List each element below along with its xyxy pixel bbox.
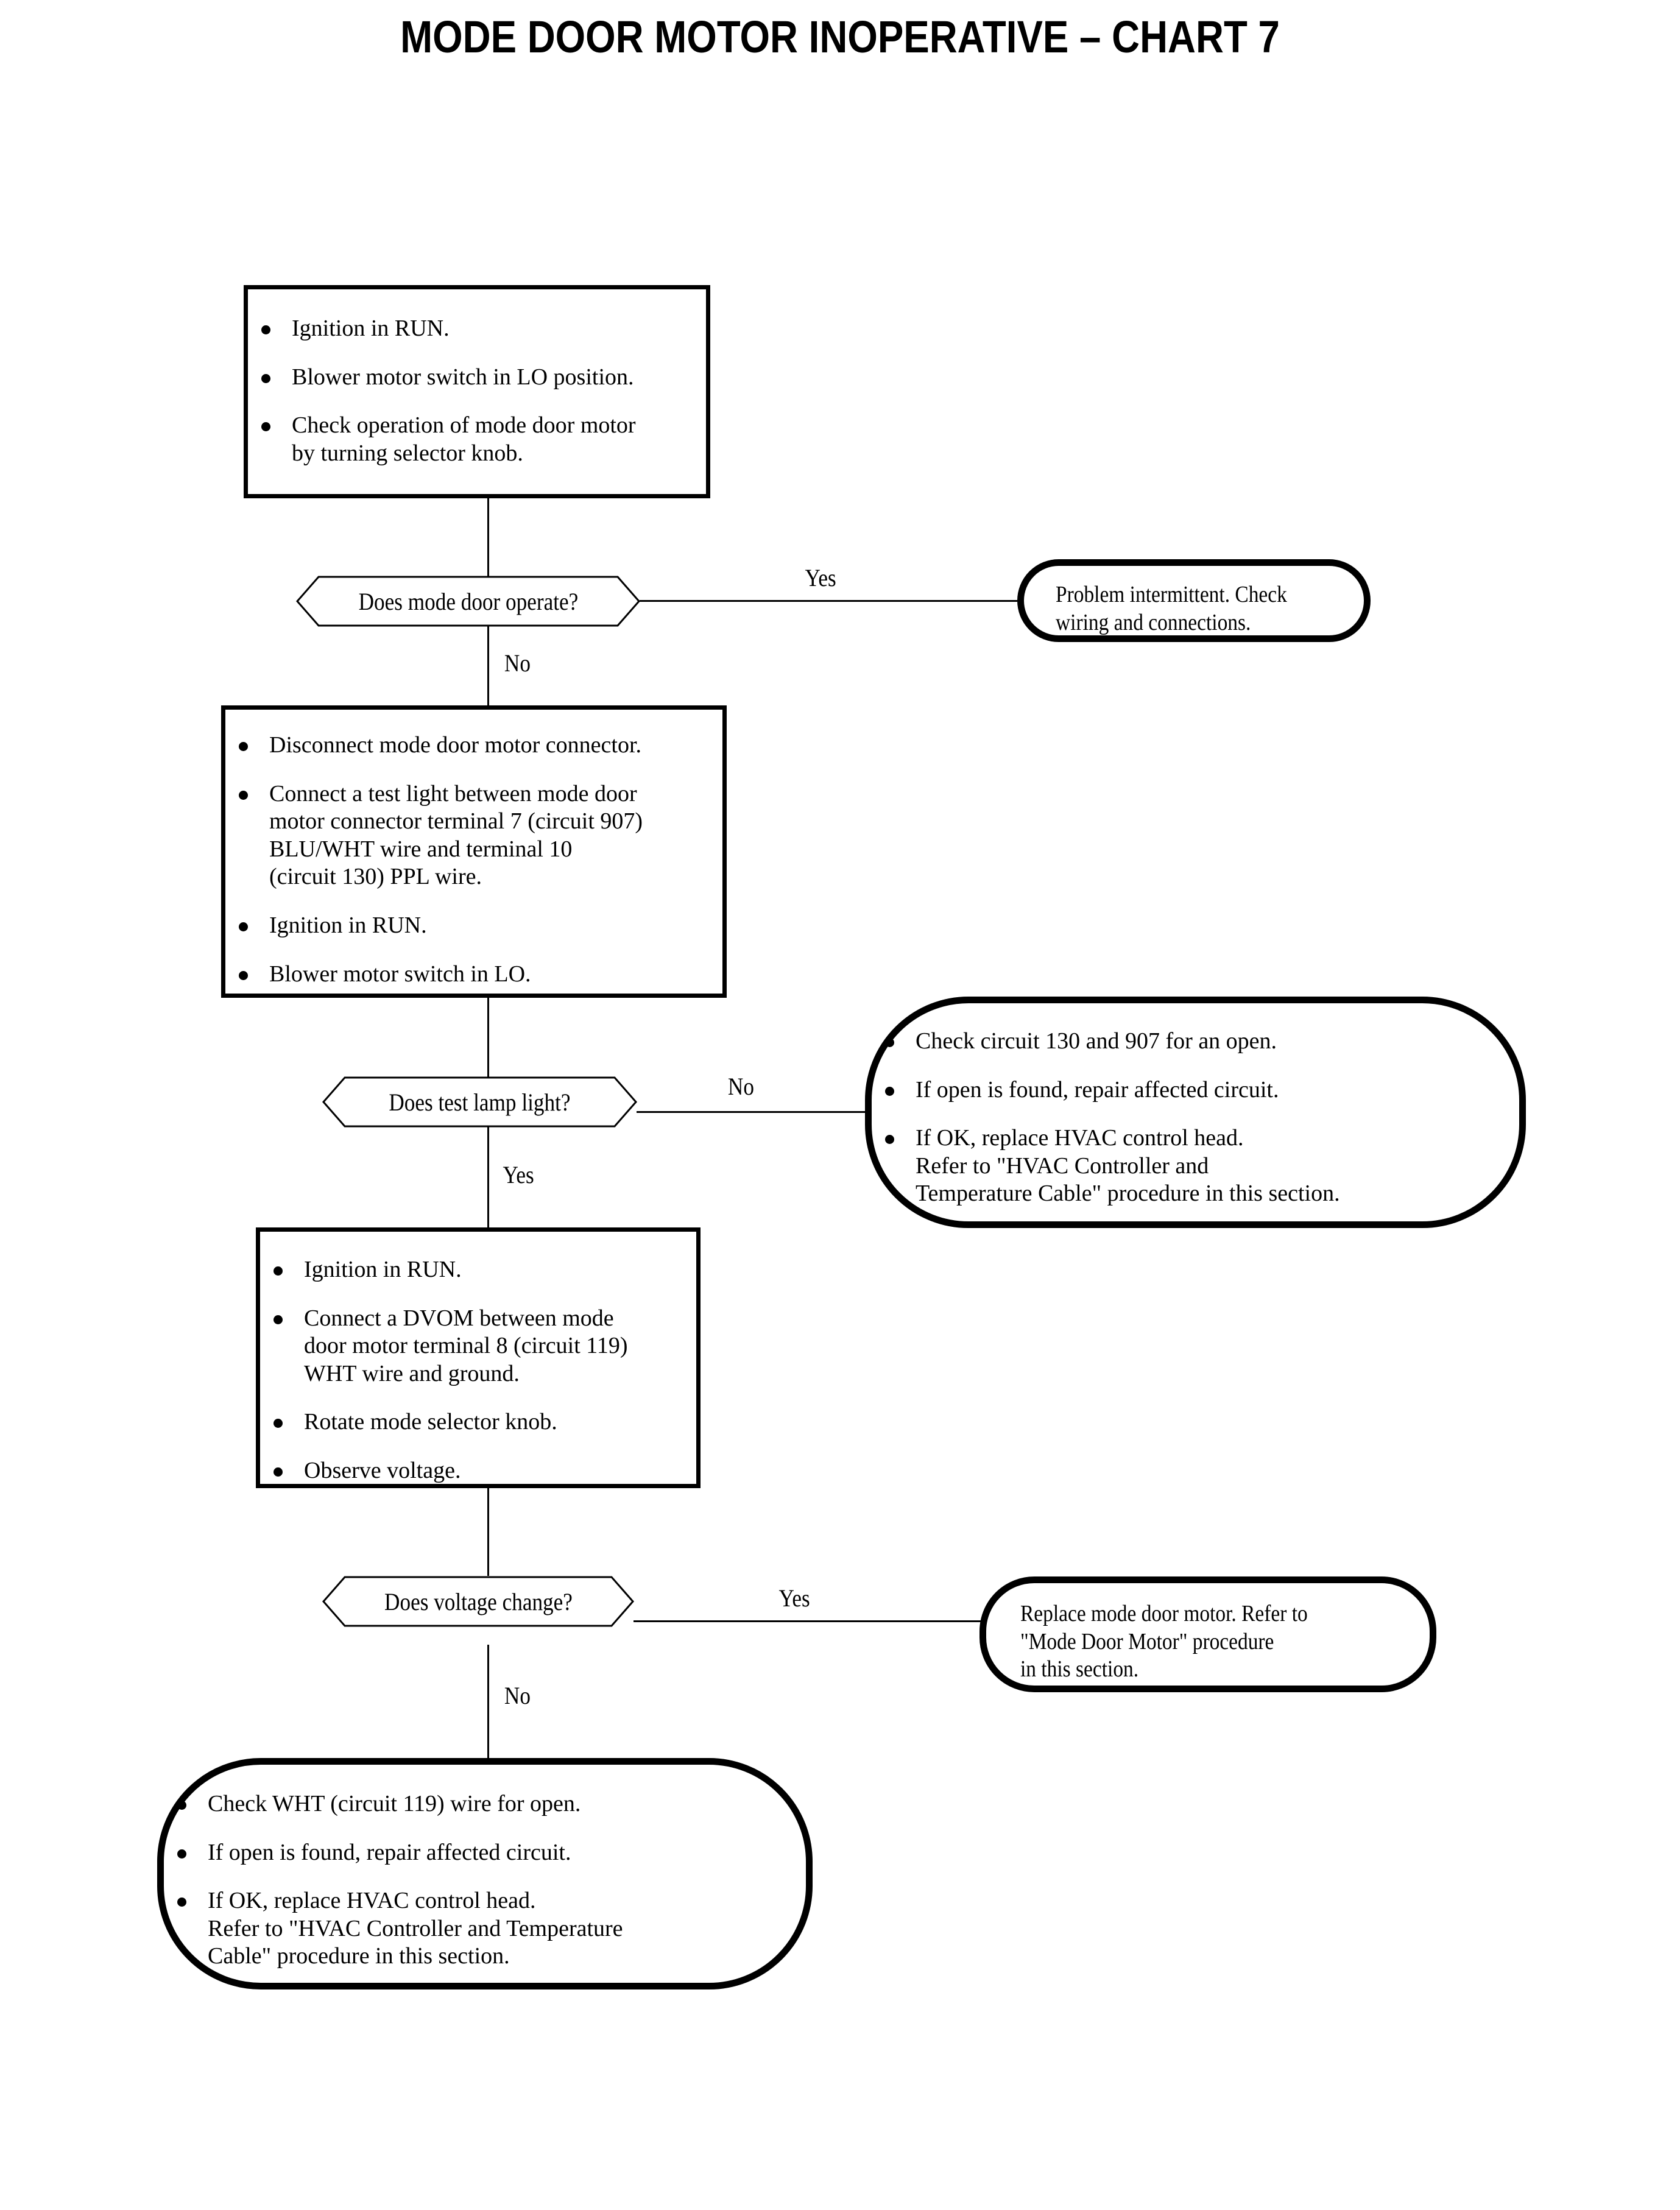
- bullet-icon: [274, 1467, 283, 1477]
- bullet-icon: [261, 422, 270, 432]
- list-item: Check operation of mode door motor by tu…: [248, 412, 690, 467]
- connector-decision2-to-step3: [487, 1127, 489, 1227]
- bullet-icon: [261, 325, 270, 334]
- decision-label: Does voltage change?: [384, 1587, 573, 1615]
- edge-label-decision2-yes: Yes: [503, 1161, 534, 1188]
- bullet-icon: [885, 1135, 894, 1145]
- list-item: Connect a test light between mode door m…: [225, 780, 707, 891]
- list-item: Ignition in RUN.: [260, 1256, 680, 1284]
- connector-decision3-to-result3: [634, 1620, 981, 1622]
- bullet-icon: [177, 1849, 186, 1859]
- list-item: If OK, replace HVAC control head. Refer …: [164, 1887, 788, 1971]
- decision-label: Does mode door operate?: [358, 587, 578, 615]
- decision-label: Does test lamp light?: [389, 1088, 571, 1116]
- bullet-icon: [177, 1898, 186, 1907]
- connector-decision2-to-result2: [637, 1111, 874, 1113]
- terminal-node-problem-intermittent: Problem intermittent. Check wiring and c…: [1017, 559, 1371, 642]
- list-item: Blower motor switch in LO position.: [248, 364, 690, 392]
- decision-node-does-test-lamp-light: Does test lamp light?: [322, 1076, 637, 1128]
- bullet-icon: [261, 373, 270, 383]
- process-box-step2: Disconnect mode door motor connector. Co…: [221, 705, 727, 998]
- connector-decision1-to-result1: [640, 600, 1017, 602]
- list-item: If open is found, repair affected circui…: [164, 1839, 788, 1867]
- connector-step3-to-decision3: [487, 1488, 489, 1576]
- list-item: If open is found, repair affected circui…: [872, 1076, 1501, 1104]
- bullet-icon: [239, 970, 248, 980]
- list-item: Observe voltage.: [260, 1457, 680, 1485]
- edge-label-decision3-yes: Yes: [778, 1584, 810, 1612]
- bullet-icon: [239, 742, 248, 751]
- bullet-icon: [885, 1038, 894, 1047]
- bullet-icon: [239, 922, 248, 931]
- terminal-text: Replace mode door motor. Refer to "Mode …: [1020, 1601, 1308, 1682]
- edge-label-decision2-no: No: [727, 1073, 754, 1100]
- connector-step2-to-decision2: [487, 998, 489, 1077]
- terminal-node-check-wht-circuit-119: Check WHT (circuit 119) wire for open. I…: [157, 1758, 813, 1989]
- list-item: Check circuit 130 and 907 for an open.: [872, 1028, 1501, 1056]
- page-title: MODE DOOR MOTOR INOPERATIVE – CHART 7: [400, 12, 1280, 62]
- list-item: If OK, replace HVAC control head. Refer …: [872, 1124, 1501, 1208]
- list-item: Blower motor switch in LO.: [225, 961, 707, 989]
- connector-step1-to-decision1: [487, 498, 489, 576]
- bullet-icon: [177, 1801, 186, 1810]
- terminal-node-replace-mode-door-motor: Replace mode door motor. Refer to "Mode …: [979, 1576, 1436, 1692]
- list-item: Ignition in RUN.: [225, 912, 707, 940]
- bullet-icon: [274, 1315, 283, 1324]
- edge-label-decision1-yes: Yes: [805, 564, 836, 591]
- connector-decision1-to-step2: [487, 626, 489, 705]
- process-box-step1: Ignition in RUN. Blower motor switch in …: [244, 285, 710, 498]
- list-item: Rotate mode selector knob.: [260, 1408, 680, 1436]
- bullet-icon: [239, 790, 248, 800]
- decision-node-does-mode-door-operate: Does mode door operate?: [296, 576, 640, 627]
- edge-label-decision1-no: No: [504, 649, 531, 677]
- list-item: Ignition in RUN.: [248, 315, 690, 343]
- list-item: Disconnect mode door motor connector.: [225, 732, 707, 760]
- bullet-icon: [274, 1266, 283, 1276]
- list-item: Check WHT (circuit 119) wire for open.: [164, 1790, 788, 1818]
- connector-decision3-to-result4: [487, 1645, 489, 1760]
- list-item: Connect a DVOM between mode door motor t…: [260, 1305, 680, 1388]
- decision-node-does-voltage-change: Does voltage change?: [322, 1576, 634, 1627]
- terminal-node-check-circuits-130-907: Check circuit 130 and 907 for an open. I…: [865, 997, 1526, 1228]
- process-box-step3: Ignition in RUN. Connect a DVOM between …: [256, 1227, 701, 1488]
- terminal-text: Problem intermittent. Check wiring and c…: [1056, 582, 1287, 635]
- bullet-icon: [885, 1086, 894, 1096]
- edge-label-decision3-no: No: [504, 1682, 531, 1709]
- bullet-icon: [274, 1419, 283, 1428]
